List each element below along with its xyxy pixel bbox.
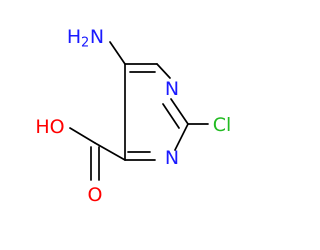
- amino-subscript-label: 2: [81, 36, 89, 51]
- bond-c4-carboxyl: [94, 142, 126, 161]
- ring-n1-label: N: [165, 78, 179, 100]
- bond-c6-n1: [156, 63, 171, 79]
- hydroxyl-label: HO: [35, 116, 64, 138]
- bond-n1-c2: [170, 98, 189, 125]
- carbonyl-o-label: O: [88, 184, 103, 206]
- bond-carboxyl-oh: [69, 127, 96, 144]
- chlorine-label: Cl: [213, 114, 232, 136]
- atom-labels: H 2 N N N Cl HO O: [35, 26, 231, 206]
- amino-n-label: N: [90, 26, 104, 48]
- bonds: [69, 41, 209, 181]
- structure-diagram: H 2 N N N Cl HO O: [35, 26, 232, 206]
- bond-c5-amino: [109, 41, 126, 65]
- ring-n3-label: N: [165, 147, 179, 169]
- molecule-svg: H 2 N N N Cl HO O: [35, 26, 231, 206]
- bond-c2-n3: [174, 123, 189, 151]
- bond-n1-c2-double: [162, 103, 180, 129]
- amino-h-label: H: [67, 26, 81, 48]
